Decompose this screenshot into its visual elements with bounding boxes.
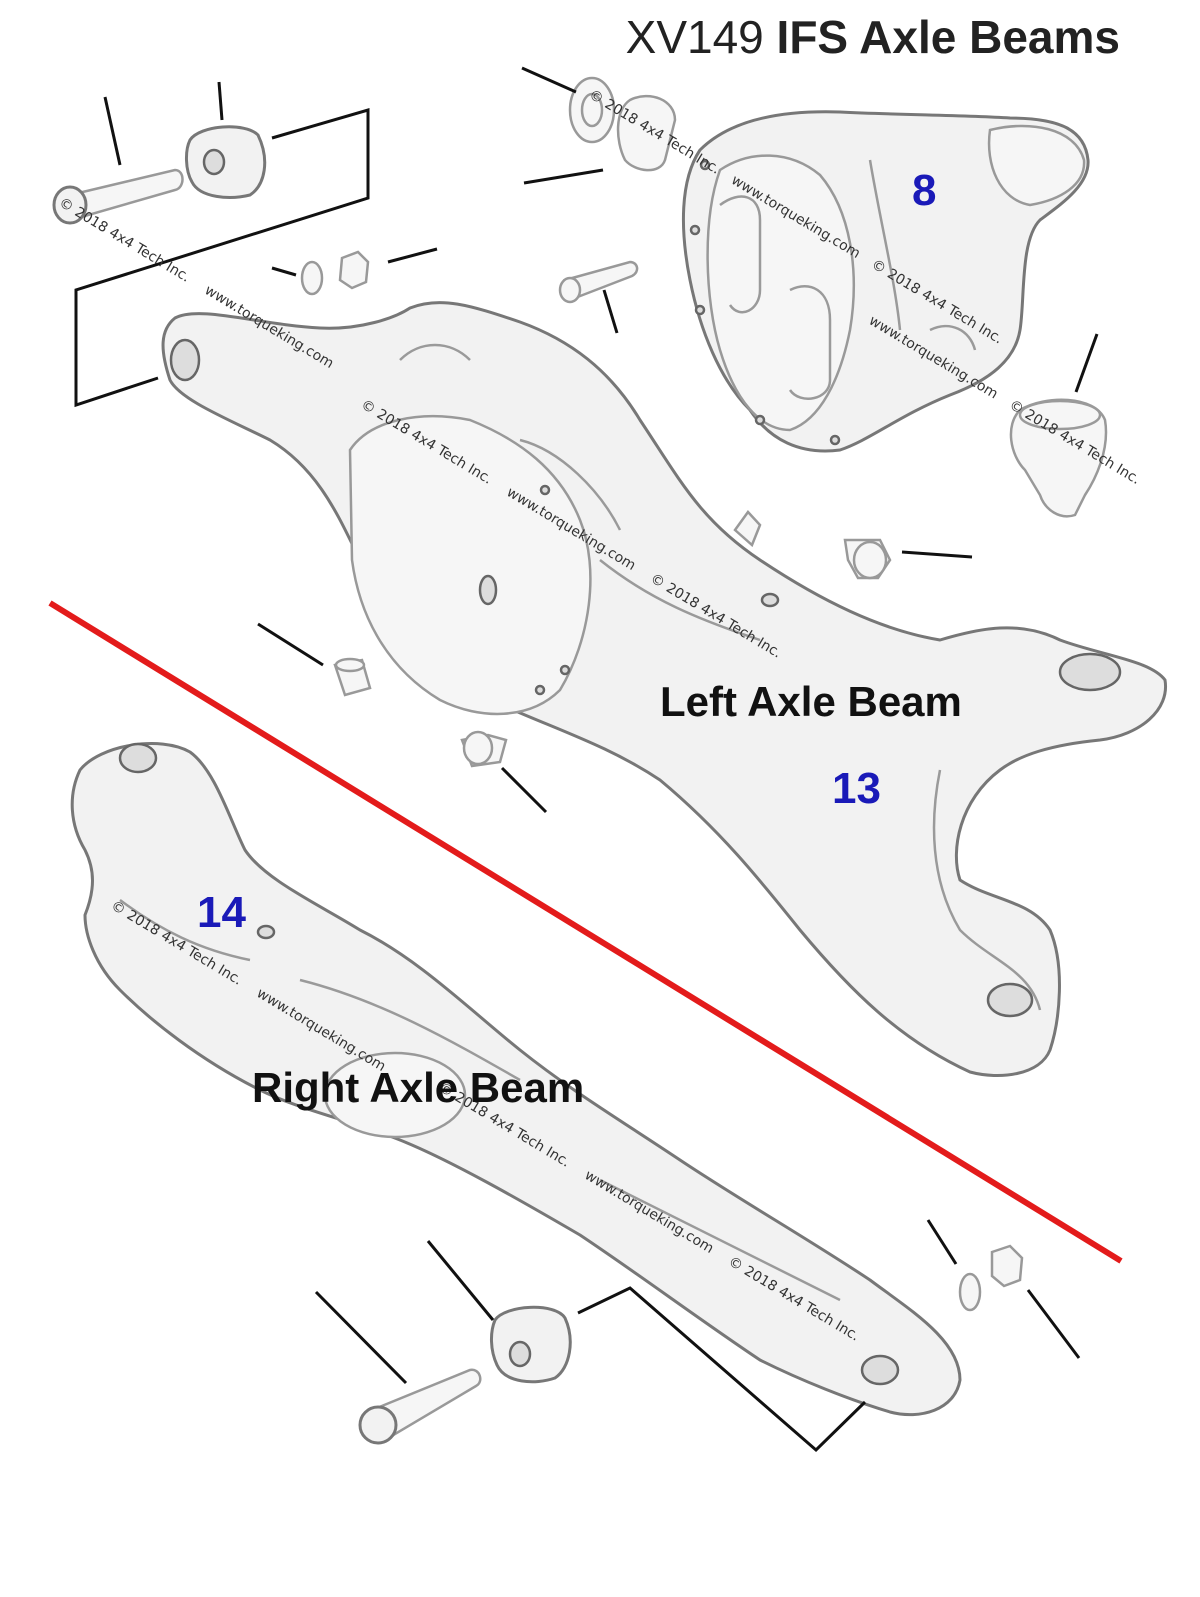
left-beam-mount-hardware: [52, 125, 370, 296]
leader-lines: [74, 66, 1099, 1453]
callout-8: 8: [912, 166, 937, 215]
housing-bolt: [558, 260, 639, 304]
callout-14: 14: [197, 888, 246, 937]
left-axle-beam-label: Left Axle Beam: [660, 678, 962, 725]
beam-small-bolts: [333, 538, 892, 768]
callout-13: 13: [832, 764, 881, 813]
left-axle-beam: [161, 301, 1168, 1078]
right-axle-beam: [70, 742, 962, 1417]
divider-line: [48, 600, 1123, 1264]
title-bold: IFS Axle Beams: [776, 11, 1120, 63]
title-prefix: XV149: [625, 11, 777, 63]
watermark-copyright: © 2018 4x4 Tech Inc.: [56, 195, 193, 286]
right-beam-mount-hardware: [358, 1244, 1024, 1445]
differential-housing: [681, 110, 1090, 453]
axle-seal: [1009, 398, 1108, 518]
diagram-title: XV149 IFS Axle Beams: [0, 10, 1120, 64]
pinion-seal-bearing: [568, 76, 677, 172]
right-axle-beam-label: Right Axle Beam: [252, 1064, 585, 1111]
